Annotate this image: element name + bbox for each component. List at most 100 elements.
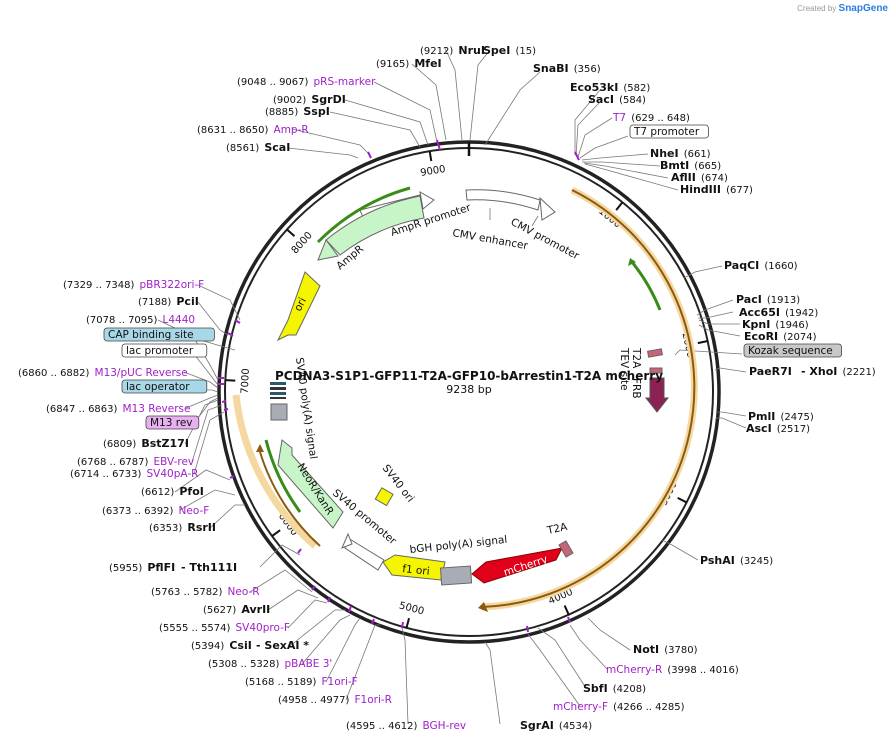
feature-box xyxy=(629,124,709,139)
primer-marks xyxy=(218,139,580,633)
enzyme-label: SbfI (4208) xyxy=(583,677,646,696)
position-text: (1913) xyxy=(767,295,800,306)
position-text: (6768 .. 6787) xyxy=(77,457,149,468)
name-text: PaeR7I xyxy=(749,365,792,378)
primer-label: (4595 .. 4612) BGH-rev xyxy=(346,714,466,733)
position-text: (8885) xyxy=(265,107,298,118)
position-text: (7329 .. 7348) xyxy=(63,280,135,291)
name-text: pBABE 3' xyxy=(285,658,333,670)
name-text: SbfI xyxy=(583,682,608,695)
name-text: KpnI xyxy=(742,318,770,331)
name-text: PflFI xyxy=(147,561,175,574)
enzyme-label: (7188) PciI xyxy=(138,290,199,309)
position-text: (6714 .. 6733) xyxy=(70,469,142,480)
enzyme-label: (6612) PfoI xyxy=(141,480,204,499)
name-text: BmtI xyxy=(660,159,689,172)
primer-label: (6768 .. 6787) EBV-rev xyxy=(77,450,194,469)
name-text: ScaI xyxy=(264,141,290,154)
name-text: AflII xyxy=(671,171,696,184)
name-text: M13/pUC Reverse xyxy=(95,367,188,379)
primer-label: (6373 .. 6392) Neo-F xyxy=(102,499,209,518)
position-text: (4208) xyxy=(613,684,646,695)
name-text: BstZ17I xyxy=(141,437,189,450)
position-text: (5763 .. 5782) xyxy=(151,587,223,598)
name-text: CsiI xyxy=(229,639,251,652)
name-text: NheI xyxy=(650,147,679,160)
position-text: (2517) xyxy=(777,424,810,435)
primer-label: mCherry-R (3998 .. 4016) xyxy=(606,658,739,677)
enzyme-label: HindIII (677) xyxy=(680,178,753,197)
enzyme-label: (8561) ScaI xyxy=(226,136,290,155)
frb-arrow xyxy=(644,377,670,413)
position-text: (15) xyxy=(515,46,536,57)
enzyme-label: Eco53kI (582) xyxy=(570,76,650,95)
position-text: (629 .. 648) xyxy=(631,113,690,124)
name-text: SV40pro-F xyxy=(236,622,290,634)
enzyme-label: (6353) RsrII xyxy=(149,516,216,535)
name-text: mCherry-F xyxy=(553,701,608,713)
name-text: PmlI xyxy=(748,410,775,423)
feature-box-label: lac promoter xyxy=(126,345,194,357)
name-text: SV40pA-R xyxy=(147,468,199,480)
tick-mark xyxy=(271,529,281,537)
name-text: mCherry-R xyxy=(606,664,662,676)
primer-label: (6860 .. 6882) M13/pUC Reverse xyxy=(18,361,188,380)
enzyme-label: AscI (2517) xyxy=(746,417,810,436)
frb-label: FRB xyxy=(630,378,642,399)
position-text: (2074) xyxy=(783,332,816,343)
cmv-promoter-arrow xyxy=(539,196,556,221)
primer-label: (7329 .. 7348) pBR322ori-F xyxy=(63,273,204,292)
t2a-b-label: T2A xyxy=(630,347,642,369)
position-text: (9048 .. 9067) xyxy=(237,77,309,88)
position-text: (3998 .. 4016) xyxy=(667,665,739,676)
sv40-ori-block xyxy=(374,487,394,507)
enzyme-label: PmlI (2475) xyxy=(748,405,814,424)
position-text: (2221) xyxy=(842,367,875,378)
feature-box-label: CAP binding site xyxy=(108,329,194,341)
feature-box-label: Kozak sequence xyxy=(748,345,833,357)
name-text: Neo-R xyxy=(228,586,260,598)
tick-label: 7000 xyxy=(240,368,252,394)
snapgene-brand: Created by SnapGene xyxy=(797,3,888,14)
enzyme-label: EcoRI (2074) xyxy=(744,325,817,344)
enzyme-label: NotI (3780) xyxy=(633,638,698,657)
primer-label: (5308 .. 5328) pBABE 3' xyxy=(208,652,332,671)
gfp-orf-line xyxy=(630,261,662,311)
position-text: (5955) xyxy=(109,563,142,574)
cmv-enhancer-arrow xyxy=(465,189,541,211)
t2a-b-block xyxy=(647,348,663,358)
position-text: (6612) xyxy=(141,487,174,498)
snapgene-logo: SnapGene xyxy=(838,3,888,14)
position-text: (3780) xyxy=(664,645,697,656)
enzyme-label: PshAI (3245) xyxy=(700,549,773,568)
position-text: (9212) xyxy=(420,46,453,57)
tick-mark xyxy=(615,201,624,211)
tick-label: 9000 xyxy=(420,164,447,179)
position-text: (677) xyxy=(726,185,753,196)
name-text: AvrII xyxy=(241,603,270,616)
name-text: L4440 xyxy=(163,314,196,326)
enzyme-label: (9165) MfeI xyxy=(376,52,442,71)
position-text: (1660) xyxy=(764,261,797,272)
position-text: (5394) xyxy=(191,641,224,652)
created-by-text: Created by xyxy=(797,4,837,13)
plasmid-size: 9238 bp xyxy=(446,383,491,396)
enzyme-label: AflII (674) xyxy=(671,166,728,185)
name-text: EcoRI xyxy=(744,330,778,343)
neor-orf-line xyxy=(264,439,302,513)
enzyme-label: (9212) NruI xyxy=(420,39,485,58)
enzyme-label: - SexAI * xyxy=(256,639,309,652)
position-text: (356) xyxy=(574,64,601,75)
primer-label: T7 (629 .. 648) xyxy=(612,106,690,125)
primer-label: (9048 .. 9067) pRS-marker xyxy=(237,70,376,89)
primer-label: (5763 .. 5782) Neo-R xyxy=(151,580,260,599)
name-text: pRS-marker xyxy=(314,76,377,88)
enzyme-label: PacI (1913) xyxy=(736,288,800,307)
mcherry-arrow xyxy=(471,547,563,584)
label-leader-lines xyxy=(157,47,747,725)
primer-label: (6847 .. 6863) M13 Reverse xyxy=(46,397,190,416)
tick-label: 8000 xyxy=(290,230,315,256)
name-text: MfeI xyxy=(414,57,441,70)
enzyme-label: SnaBI (356) xyxy=(533,57,601,76)
